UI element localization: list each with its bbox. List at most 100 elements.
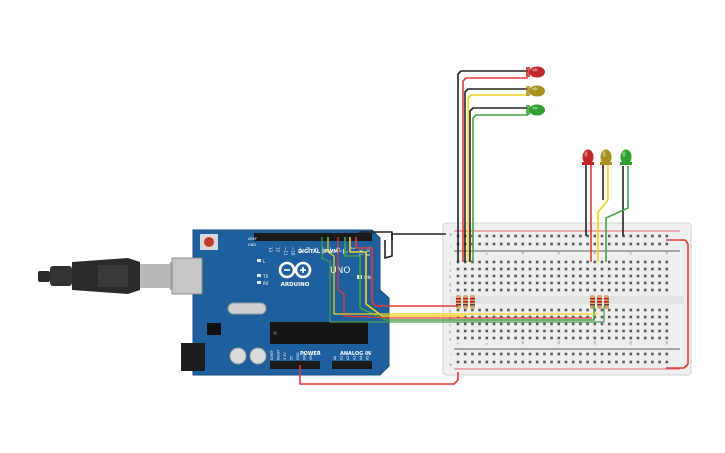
breadboard-hole[interactable] (543, 234, 546, 238)
breadboard-hole[interactable] (485, 308, 489, 312)
breadboard-hole[interactable] (471, 315, 474, 319)
breadboard-hole[interactable] (607, 360, 611, 364)
breadboard-hole[interactable] (615, 336, 618, 340)
breadboard-hole[interactable] (463, 336, 467, 340)
breadboard-hole[interactable] (579, 267, 582, 271)
breadboard-hole[interactable] (535, 281, 539, 285)
breadboard-hole[interactable] (485, 352, 489, 356)
breadboard-hole[interactable] (607, 329, 611, 333)
breadboard-hole[interactable] (651, 274, 654, 278)
breadboard-hole[interactable] (622, 288, 625, 292)
resistors-left[interactable] (456, 295, 475, 309)
breadboard-hole[interactable] (607, 288, 611, 292)
resistor[interactable] (456, 295, 461, 309)
breadboard-hole[interactable] (615, 281, 618, 285)
breadboard-hole[interactable] (507, 242, 510, 246)
breadboard-hole[interactable] (658, 329, 661, 333)
breadboard-hole[interactable] (463, 352, 467, 356)
breadboard-hole[interactable] (535, 322, 539, 326)
breadboard-hole[interactable] (478, 274, 481, 278)
breadboard-hole[interactable] (478, 329, 481, 333)
breadboard-hole[interactable] (607, 234, 611, 238)
breadboard-hole[interactable] (471, 360, 474, 364)
breadboard-hole[interactable] (564, 336, 568, 340)
breadboard-hole[interactable] (629, 315, 633, 319)
breadboard-hole[interactable] (651, 336, 654, 340)
breadboard-hole[interactable] (564, 352, 568, 356)
breadboard-hole[interactable] (629, 322, 633, 326)
breadboard-hole[interactable] (571, 242, 575, 246)
breadboard-hole[interactable] (564, 322, 568, 326)
breadboard-hole[interactable] (622, 322, 625, 326)
breadboard-hole[interactable] (557, 281, 561, 285)
breadboard-hole[interactable] (564, 281, 568, 285)
breadboard-hole[interactable] (521, 288, 525, 292)
breadboard-hole[interactable] (557, 260, 561, 264)
resistors-right[interactable] (590, 295, 609, 309)
breadboard-hole[interactable] (615, 242, 618, 246)
breadboard-hole[interactable] (456, 281, 460, 285)
breadboard-hole[interactable] (571, 360, 575, 364)
breadboard-hole[interactable] (521, 281, 525, 285)
breadboard-hole[interactable] (492, 260, 496, 264)
breadboard-hole[interactable] (528, 322, 532, 326)
breadboard-hole[interactable] (615, 308, 618, 312)
breadboard-hole[interactable] (658, 336, 661, 340)
breadboard-hole[interactable] (600, 352, 604, 356)
breadboard-hole[interactable] (600, 329, 604, 333)
arduino-board[interactable]: ARDUINO UNO DIGITAL (PWM~) ANALOG IN POW… (171, 229, 390, 376)
breadboard-hole[interactable] (564, 242, 568, 246)
breadboard-hole[interactable] (665, 336, 669, 340)
breadboard-hole[interactable] (543, 315, 546, 319)
wire-green[interactable] (472, 114, 528, 262)
breadboard-hole[interactable] (492, 288, 496, 292)
breadboard-hole[interactable] (651, 360, 654, 364)
breadboard-hole[interactable] (658, 288, 661, 292)
breadboard-hole[interactable] (492, 242, 496, 246)
breadboard-hole[interactable] (535, 234, 539, 238)
breadboard-hole[interactable] (543, 288, 546, 292)
breadboard-hole[interactable] (622, 308, 625, 312)
breadboard-hole[interactable] (478, 234, 481, 238)
breadboard-hole[interactable] (600, 308, 604, 312)
breadboard-hole[interactable] (543, 260, 546, 264)
wire-yellow[interactable] (327, 237, 598, 315)
breadboard-hole[interactable] (485, 315, 489, 319)
breadboard-hole[interactable] (463, 322, 467, 326)
breadboard-hole[interactable] (521, 360, 525, 364)
breadboard-hole[interactable] (507, 360, 510, 364)
breadboard-hole[interactable] (571, 308, 575, 312)
breadboard-hole[interactable] (471, 308, 474, 312)
breadboard-hole[interactable] (543, 281, 546, 285)
breadboard-hole[interactable] (658, 322, 661, 326)
breadboard-hole[interactable] (499, 322, 503, 326)
wire-green[interactable] (321, 237, 605, 323)
breadboard-hole[interactable] (463, 329, 467, 333)
breadboard-hole[interactable] (492, 315, 496, 319)
wire-black[interactable] (457, 70, 528, 262)
breadboard-hole[interactable] (586, 242, 589, 246)
breadboard-hole[interactable] (514, 315, 517, 319)
breadboard-hole[interactable] (607, 274, 611, 278)
breadboard-hole[interactable] (535, 260, 539, 264)
breadboard-hole[interactable] (622, 360, 625, 364)
breadboard-hole[interactable] (507, 234, 510, 238)
breadboard-hole[interactable] (550, 234, 553, 238)
breadboard-hole[interactable] (514, 288, 517, 292)
breadboard-hole[interactable] (607, 336, 611, 340)
breadboard-hole[interactable] (507, 274, 510, 278)
breadboard-hole[interactable] (507, 329, 510, 333)
breadboard-hole[interactable] (463, 315, 467, 319)
breadboard-hole[interactable] (535, 336, 539, 340)
breadboard-hole[interactable] (586, 234, 589, 238)
breadboard-hole[interactable] (528, 288, 532, 292)
wire-black[interactable] (469, 107, 528, 262)
breadboard-hole[interactable] (478, 360, 481, 364)
breadboard-hole[interactable] (485, 336, 489, 340)
breadboard-hole[interactable] (593, 360, 597, 364)
breadboard-hole[interactable] (564, 260, 568, 264)
breadboard-hole[interactable] (550, 242, 553, 246)
breadboard-hole[interactable] (579, 329, 582, 333)
wire-black[interactable] (391, 233, 446, 240)
